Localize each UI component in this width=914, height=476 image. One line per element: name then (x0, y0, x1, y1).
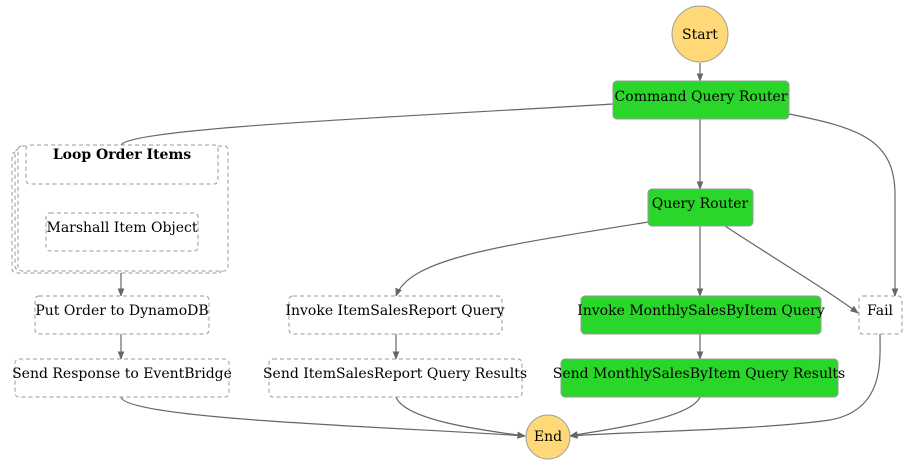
put-order-label: Put Order to DynamoDB (35, 303, 208, 319)
edge-send-response-to-end (120, 396, 526, 439)
send-response-label: Send Response to EventBridge (12, 366, 232, 382)
edge-query-router-to-invoke-isr (395, 221, 649, 297)
invoke-monthlysales-label: Invoke MonthlySalesByItem Query (577, 303, 825, 319)
loop-header (25, 144, 219, 185)
edge-fail-to-end (569, 333, 881, 439)
end-node[interactable]: End (525, 414, 571, 460)
command-query-router-node[interactable]: Command Query Router (612, 80, 790, 120)
invoke-itemsalesreport-label: Invoke ItemSalesReport Query (285, 303, 504, 319)
send-response-node[interactable]: Send Response to EventBridge (12, 358, 232, 398)
fail-node[interactable]: Fail (858, 295, 903, 335)
send-itemsalesreport-node[interactable]: Send ItemSalesReport Query Results (263, 358, 527, 398)
edge-command-router-to-fail (788, 113, 899, 297)
send-itemsalesreport-label: Send ItemSalesReport Query Results (263, 366, 527, 382)
end-label: End (534, 429, 562, 445)
marshall-item-object-label: Marshall Item Object (46, 220, 197, 236)
query-router-node[interactable]: Query Router (647, 188, 754, 227)
edge-command-router-to-loop (120, 103, 614, 146)
fail-label: Fail (867, 303, 894, 319)
edge-send-msbi-to-end (569, 396, 701, 438)
start-node[interactable]: Start (671, 5, 729, 63)
put-order-node[interactable]: Put Order to DynamoDB (34, 295, 210, 335)
loop-order-items-label: Loop Order Items (53, 147, 191, 163)
query-router-label: Query Router (652, 196, 749, 212)
send-monthlysales-label: Send MonthlySalesByItem Query Results (553, 366, 846, 382)
edge-send-isr-to-end (395, 396, 526, 439)
send-monthlysales-node[interactable]: Send MonthlySalesByItem Query Results (553, 358, 846, 398)
command-query-router-label: Command Query Router (615, 89, 788, 105)
edge-query-router-to-fail (724, 225, 859, 314)
marshall-item-object-node[interactable]: Marshall Item Object (45, 212, 199, 252)
invoke-itemsalesreport-node[interactable]: Invoke ItemSalesReport Query (285, 295, 505, 335)
start-label: Start (682, 27, 718, 43)
loop-order-items-node[interactable]: Loop Order Items (11, 144, 229, 274)
edges (117, 63, 899, 439)
invoke-monthlysales-node[interactable]: Invoke MonthlySalesByItem Query (577, 295, 825, 335)
